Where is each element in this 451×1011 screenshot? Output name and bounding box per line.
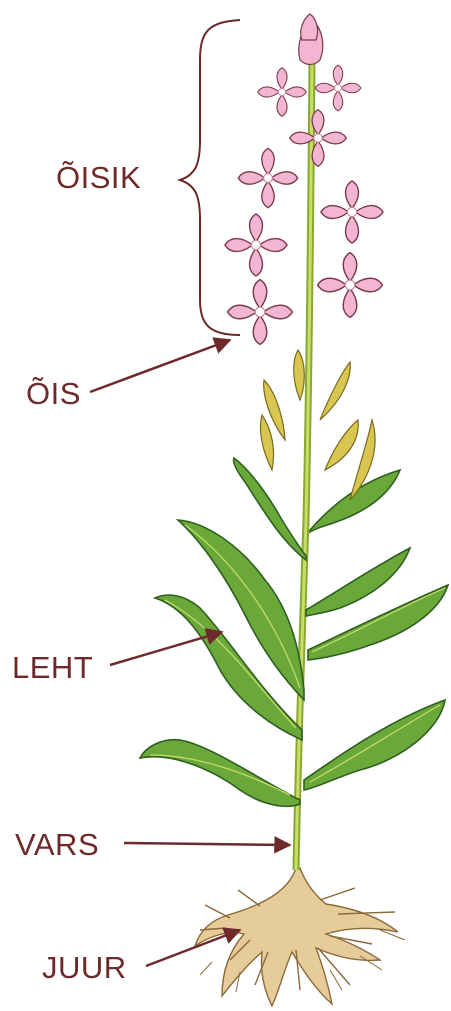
leaves	[140, 458, 448, 806]
label-root: JUUR	[42, 952, 127, 983]
flower-icon	[290, 110, 347, 167]
label-stem: VARS	[15, 829, 99, 860]
root-pointer	[146, 930, 240, 966]
flower-icon	[318, 253, 383, 318]
label-flower: ÕIS	[26, 378, 81, 409]
flower-pointer	[90, 340, 230, 392]
stem-pointer	[124, 843, 290, 845]
flower-icon	[225, 214, 287, 276]
label-leaf: LEHT	[12, 652, 93, 683]
roots	[195, 868, 405, 1006]
buds	[260, 350, 375, 500]
flower-icon	[258, 68, 307, 117]
flower-icon	[315, 65, 361, 111]
label-inflorescence: ÕISIK	[56, 162, 141, 193]
flower-icon	[321, 181, 383, 243]
flowers	[225, 14, 383, 344]
leaf-pointer	[110, 632, 222, 665]
flower-icon	[238, 148, 297, 207]
inflorescence-brace	[180, 20, 240, 335]
